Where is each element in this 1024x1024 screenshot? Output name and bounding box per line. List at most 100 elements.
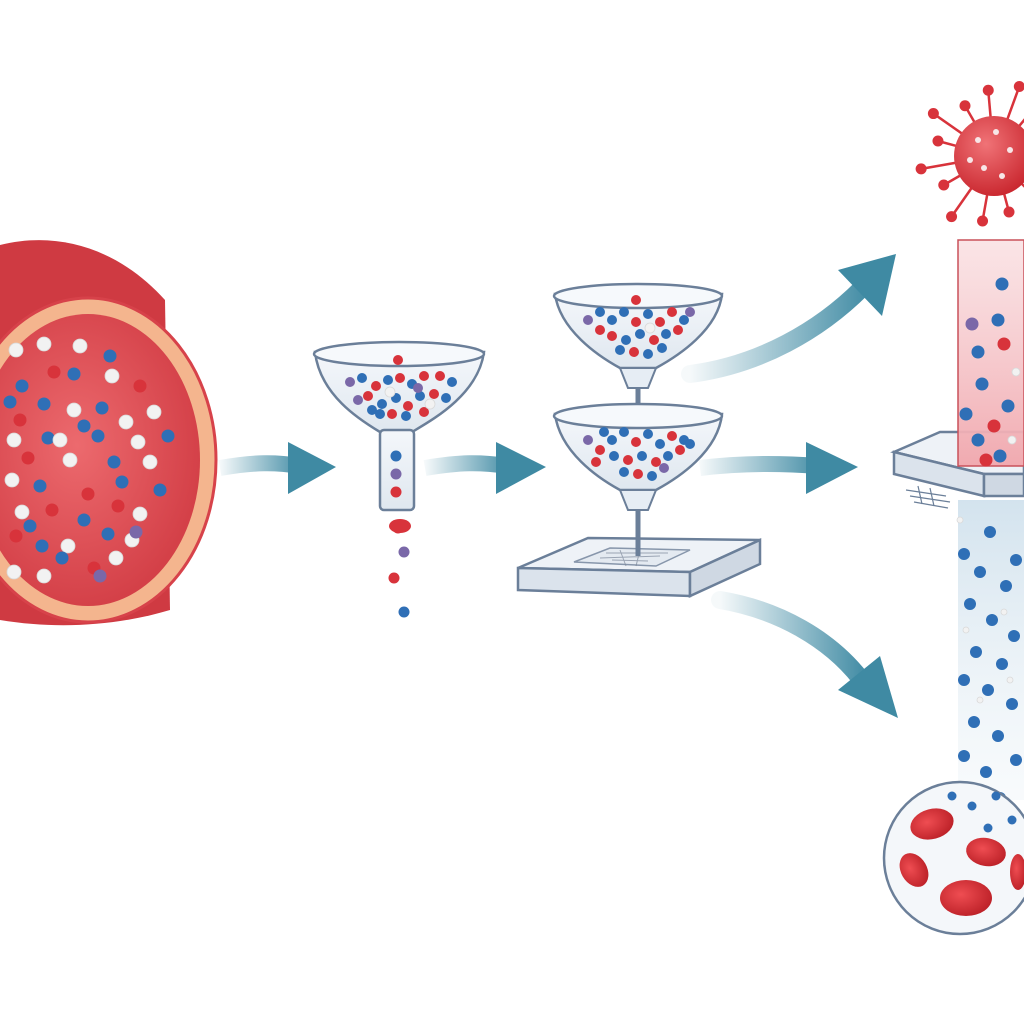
single-filter-funnel — [312, 340, 486, 618]
blue-particle — [595, 307, 605, 317]
virus-spike-tip — [959, 100, 971, 112]
white-particle — [644, 322, 656, 334]
white-particle — [60, 538, 76, 554]
blue-particle — [947, 791, 957, 801]
column-platform-side — [982, 472, 1024, 498]
blue-particle — [647, 471, 657, 481]
upper-funnel-neck — [618, 367, 658, 389]
purple-particle — [129, 525, 143, 539]
blue-particle — [103, 349, 117, 363]
blue-particle — [685, 439, 695, 449]
red-blood-cell — [899, 853, 929, 887]
red-particle — [133, 379, 147, 393]
blue-particle — [1010, 554, 1022, 566]
blue-particle — [974, 566, 986, 578]
red-blood-cell — [1010, 854, 1024, 890]
purple-particle — [583, 315, 593, 325]
white-particle — [62, 452, 78, 468]
blue-particle — [982, 684, 994, 696]
blue-particle — [367, 405, 377, 415]
blue-particle — [637, 451, 647, 461]
blue-particle — [77, 419, 91, 433]
blue-particle — [441, 393, 451, 403]
arrow-stack-to-middle — [699, 442, 858, 494]
blue-particle — [55, 551, 69, 565]
red-particle — [667, 431, 677, 441]
blue-particle — [621, 335, 631, 345]
red-fraction-column — [957, 239, 1024, 467]
red-particle — [371, 381, 381, 391]
blue-particle — [607, 435, 617, 445]
blue-particle — [33, 479, 47, 493]
red-particle — [45, 503, 59, 517]
blue-particle — [657, 343, 667, 353]
red-particle — [675, 445, 685, 455]
arrow-stack-to-top-column — [681, 254, 896, 383]
funnel-dripping-particles — [388, 450, 411, 618]
red-particle — [111, 499, 125, 513]
virus-spike — [932, 112, 964, 136]
red-particle — [9, 529, 23, 543]
vessel-particles — [3, 336, 175, 584]
lower-funnel-particles — [583, 427, 695, 481]
red-particle — [631, 295, 641, 305]
blue-particle — [401, 411, 411, 421]
red-particle — [47, 365, 61, 379]
blue-particle — [115, 475, 129, 489]
blue-particle — [958, 548, 970, 560]
blood-vessel-cross-section — [0, 240, 218, 626]
red-blood-cell-magnifier — [882, 780, 1024, 936]
virus-spike — [1017, 118, 1024, 128]
red-column-particles — [959, 277, 1021, 467]
virus-spike-tip — [1013, 80, 1024, 92]
red-particle — [388, 572, 400, 584]
red-particle — [429, 389, 439, 399]
blue-particle — [619, 307, 629, 317]
white-particle — [1011, 367, 1021, 377]
white-particle — [132, 506, 148, 522]
blue-particle — [1008, 630, 1020, 642]
blue-particle — [615, 345, 625, 355]
white-particle — [36, 568, 52, 584]
blue-particle — [643, 349, 653, 359]
blue-particle — [23, 519, 37, 533]
red-blood-cell — [910, 808, 954, 840]
red-particle — [629, 347, 639, 357]
blue-particle — [643, 429, 653, 439]
blue-particle — [992, 730, 1004, 742]
red-particle — [649, 335, 659, 345]
blue-particle — [15, 379, 29, 393]
blue-particle — [959, 407, 973, 421]
blue-particle — [663, 451, 673, 461]
blue-particle — [1001, 399, 1015, 413]
blue-particle — [980, 766, 992, 778]
white-particle — [36, 336, 52, 352]
white-particle — [384, 386, 396, 398]
virus-spike — [1005, 86, 1021, 121]
blue-particle — [1007, 815, 1017, 825]
separated-outputs — [882, 80, 1024, 936]
blue-particle — [983, 823, 993, 833]
blue-particle — [161, 429, 175, 443]
purple-particle — [659, 463, 669, 473]
blue-particle — [357, 373, 367, 383]
red-particle — [363, 391, 373, 401]
white-particle — [424, 398, 436, 410]
blue-particle — [679, 315, 689, 325]
blue-particle — [1010, 754, 1022, 766]
platform-hatch-mark — [905, 485, 951, 509]
red-particle — [997, 337, 1011, 351]
blue-particle — [619, 467, 629, 477]
virus-body — [954, 116, 1024, 196]
red-particle — [595, 325, 605, 335]
blue-particle — [995, 277, 1009, 291]
blue-particle — [986, 614, 998, 626]
blue-particle — [993, 449, 1007, 463]
white-particle — [956, 516, 964, 524]
arrow-funnel-to-stack — [423, 442, 546, 494]
blue-particle — [609, 451, 619, 461]
blue-particle — [971, 345, 985, 359]
white-particle — [8, 342, 24, 358]
white-particle — [6, 564, 22, 580]
